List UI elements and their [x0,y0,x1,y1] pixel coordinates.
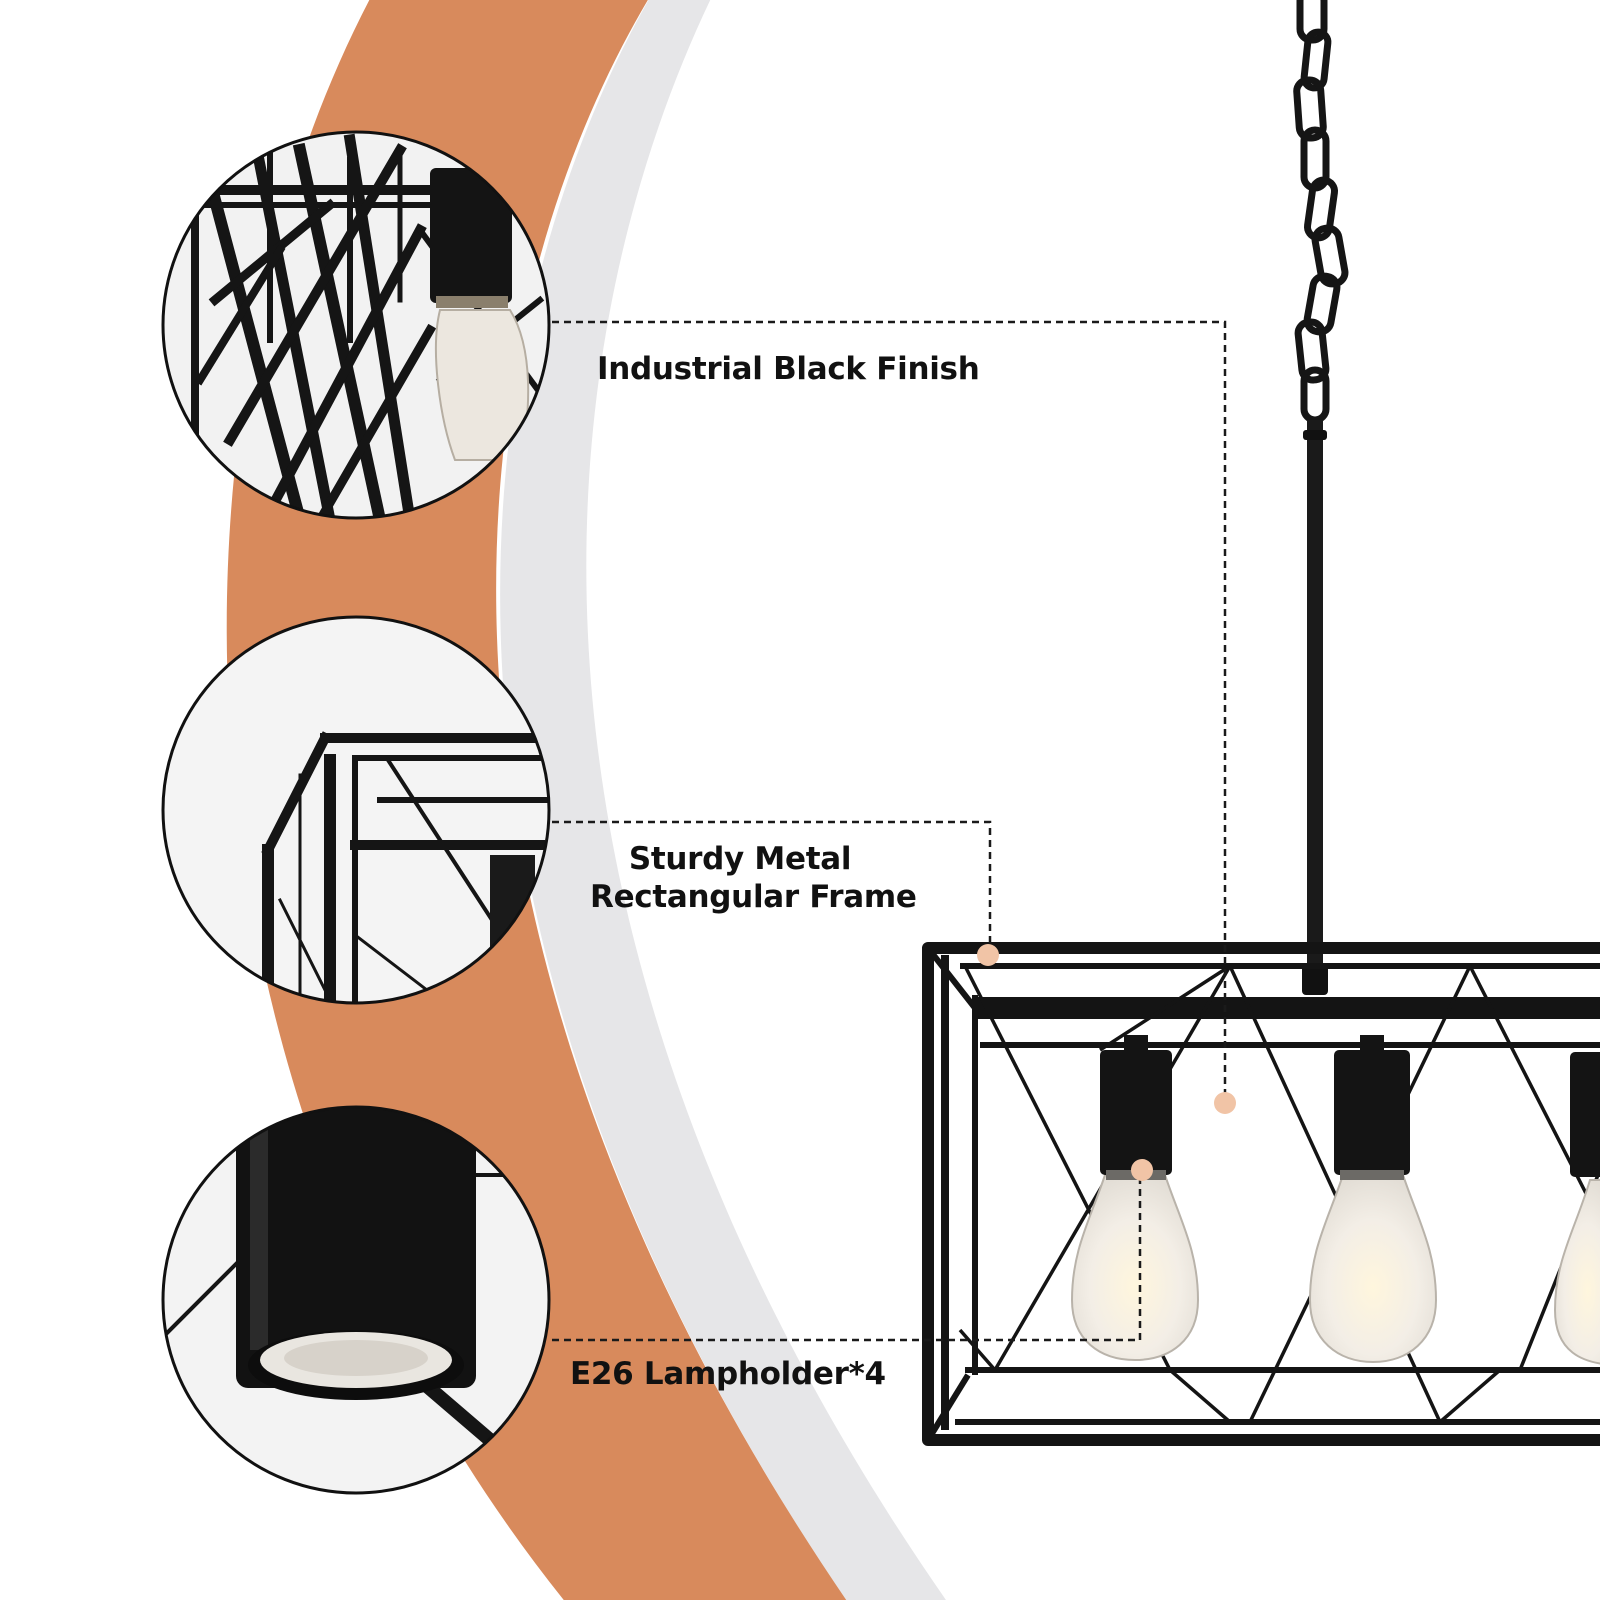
gray-arc-band [500,0,947,1600]
frame-label-line-2: Rectangular Frame [590,879,917,915]
detail-circle-finish [161,130,551,520]
detail-circle-lampholder [161,1105,551,1495]
bulb-1 [1070,1035,1200,1362]
bulb-3 [1553,1052,1600,1365]
hanging-chain [1293,0,1349,424]
frame-label-line-1: Sturdy Metal [628,841,852,877]
finish-label: Industrial Black Finish [597,351,980,387]
frame-label: Sturdy Metal Rectangular Frame [590,840,917,916]
marker-dot-finish [1214,1092,1236,1114]
bulb-2 [1308,1035,1438,1364]
chandelier-frame [922,942,1600,1446]
leader-line-frame [552,820,992,950]
marker-dot-frame [977,944,999,966]
leader-line-lampholder [552,1175,1142,1342]
leader-lines [552,320,1227,1342]
frame-cross-wires [958,964,1600,1424]
marker-dot-lampholder [1131,1159,1153,1181]
lampholder-label: E26 Lampholder*4 [570,1356,886,1392]
hanging-rod [1307,420,1323,980]
detail-circle-frame [161,615,551,1005]
leader-line-finish [552,320,1227,1100]
